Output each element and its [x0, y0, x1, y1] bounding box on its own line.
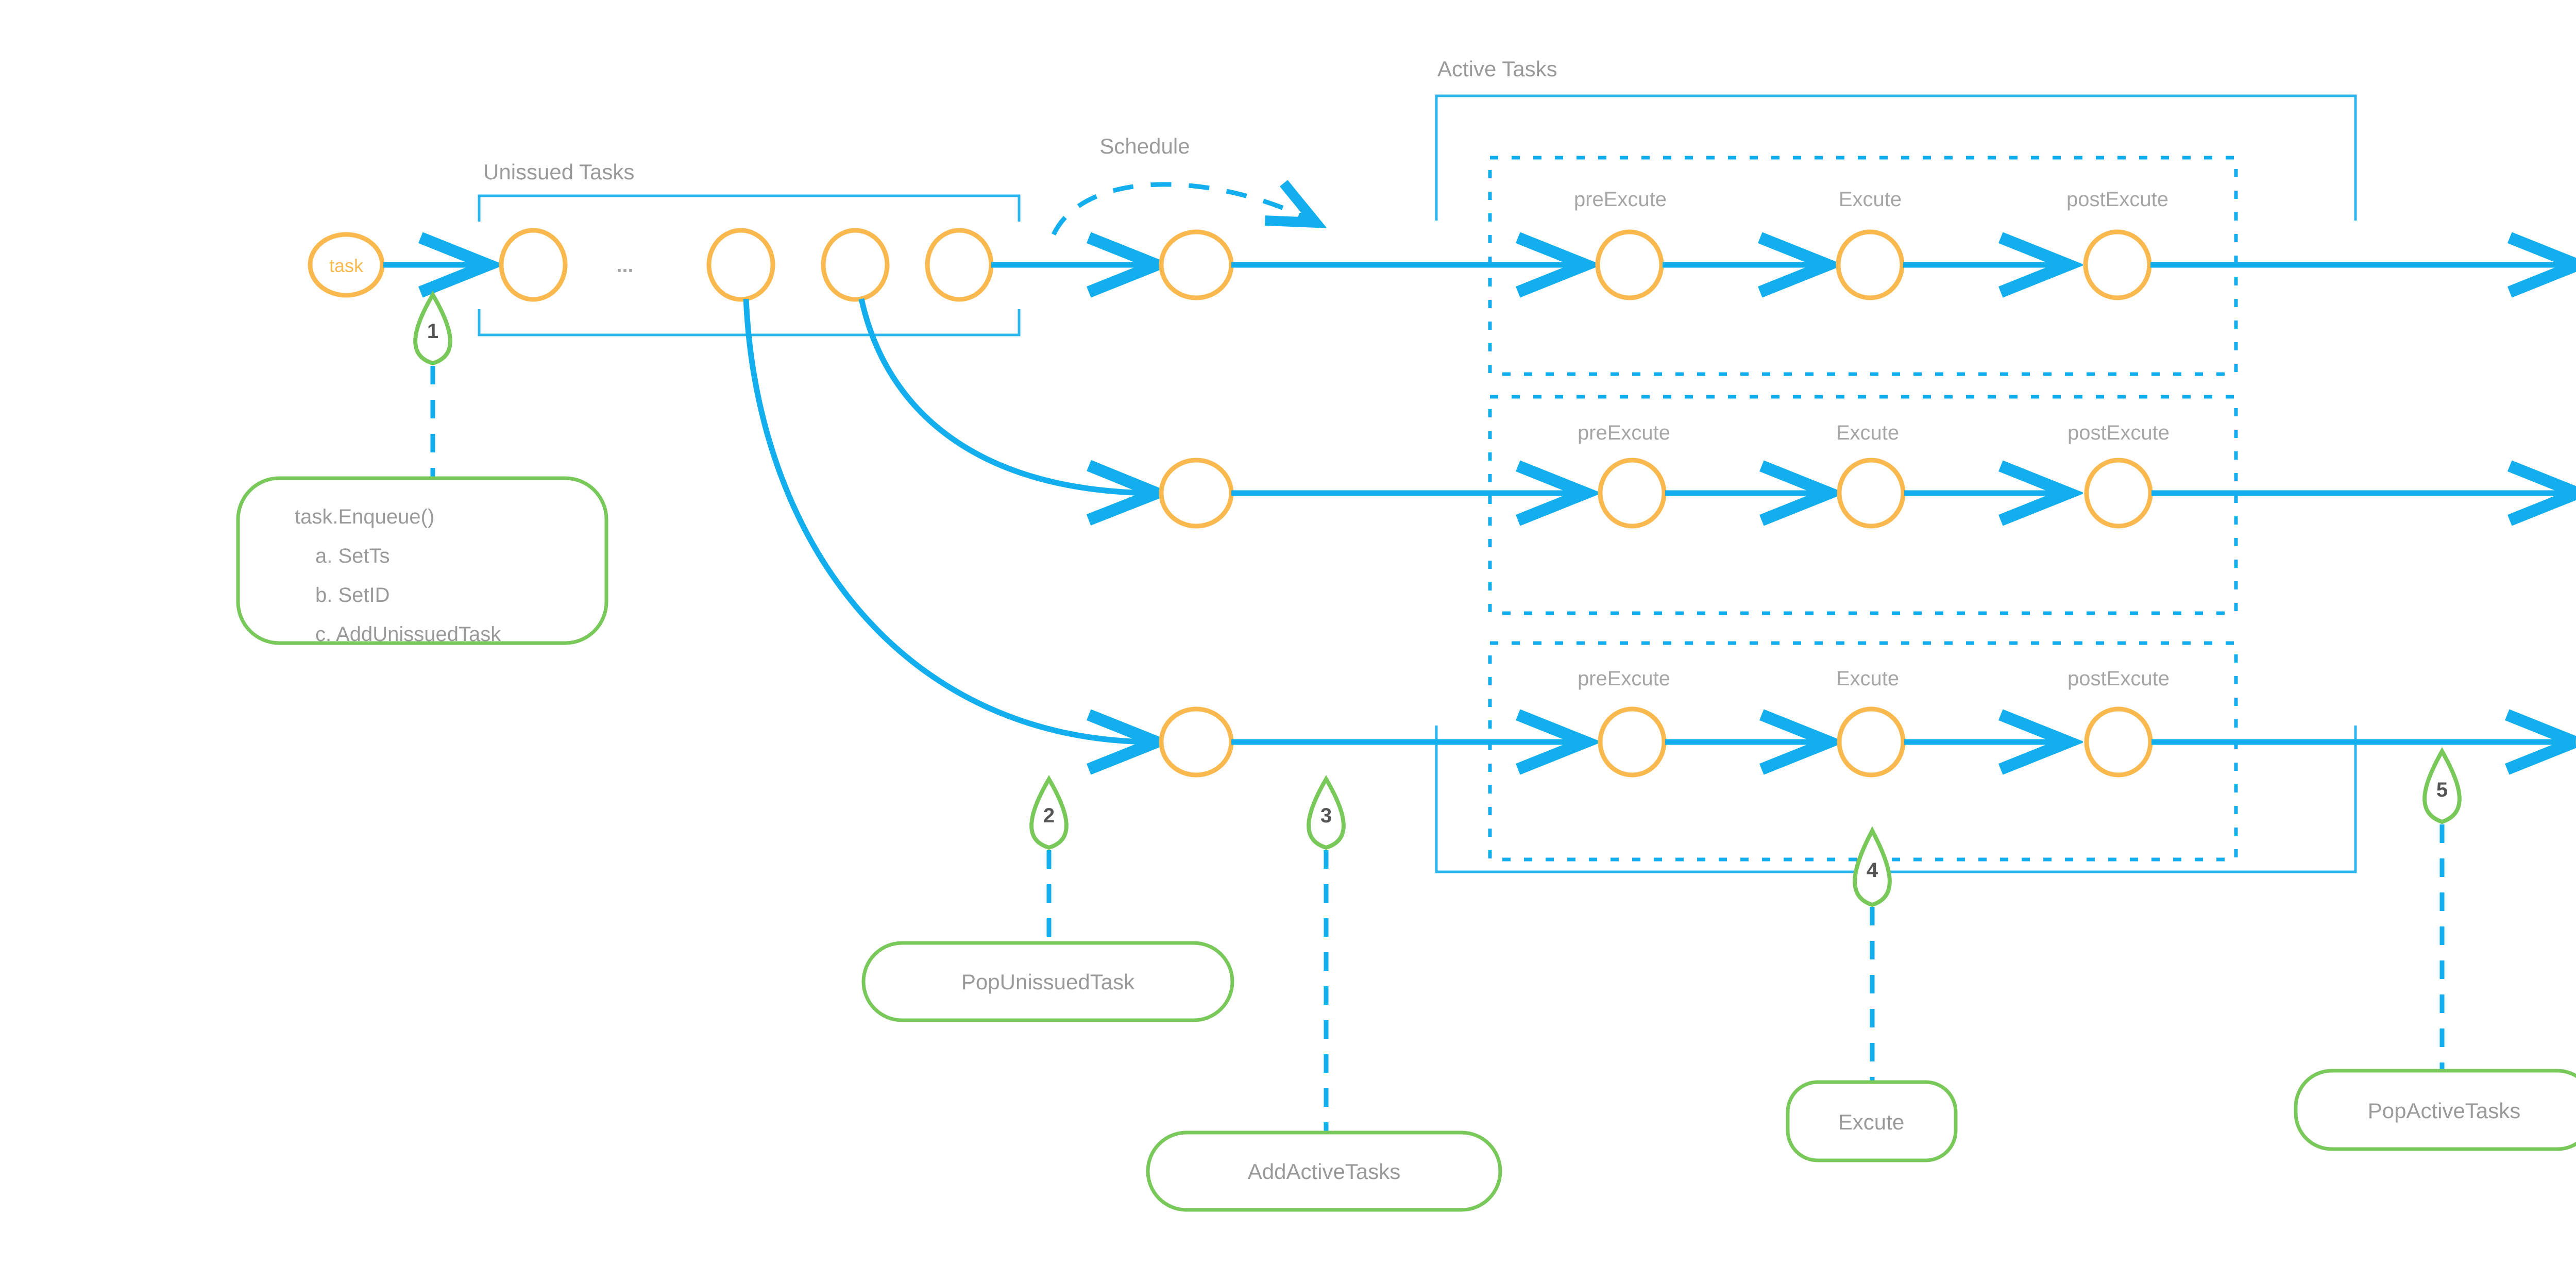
row-2-exec-label: Excute — [1836, 421, 1899, 444]
row-3-pre-label: preExcute — [1578, 667, 1670, 690]
marker-2-teardrop[interactable] — [1029, 775, 1069, 850]
scheduled-node-row3[interactable] — [1159, 706, 1234, 778]
queue-to-row2-curve — [858, 298, 1155, 493]
callout-enqueue-line-4: c. AddUnissuedTask — [315, 623, 501, 646]
callout-add-active-label: AddActiveTasks — [1248, 1159, 1400, 1184]
callout-add-active-box[interactable] — [1146, 1131, 1502, 1212]
queue-node-2[interactable] — [706, 228, 775, 302]
row-2-pre-node[interactable] — [1598, 458, 1667, 529]
scheduled-node-row2[interactable] — [1159, 458, 1234, 529]
callout-pop-active-label: PopActiveTasks — [2368, 1099, 2520, 1123]
marker-4-label: 4 — [1867, 859, 1878, 882]
row-3-pre-node[interactable] — [1598, 706, 1667, 778]
task-node-label: task — [329, 255, 364, 276]
row-3-post-node[interactable] — [2084, 706, 2153, 778]
queue-node-3[interactable] — [821, 228, 890, 302]
callout-enqueue-box[interactable] — [236, 476, 608, 645]
active-tasks-label: Active Tasks — [1437, 57, 1557, 81]
active-row-2: preExcute Excute postExcute — [1231, 395, 2576, 615]
row-2-dashed-box — [1488, 395, 2238, 615]
marker-1-label: 1 — [427, 320, 438, 343]
callout-excute-box[interactable] — [1786, 1080, 1958, 1162]
unissued-queue-nodes: ... — [499, 228, 994, 302]
schedule-dashed-arrow — [1051, 184, 1314, 235]
row-2-pre-label: preExcute — [1578, 421, 1670, 444]
unissued-bracket-top — [478, 194, 1021, 222]
marker-3-group[interactable]: 3 — [1307, 775, 1346, 1134]
callout-pop-unissued[interactable]: PopUnissuedTask — [861, 941, 1234, 1022]
callout-excute[interactable]: Excute — [1786, 1080, 1958, 1162]
marker-4-teardrop[interactable] — [1853, 826, 1892, 907]
callout-enqueue[interactable]: task.Enqueue() a. SetTs b. SetID c. AddU… — [236, 476, 608, 646]
callout-excute-label: Excute — [1838, 1110, 1904, 1134]
queue-node-1[interactable] — [499, 228, 568, 302]
schedule-label: Schedule — [1099, 134, 1190, 158]
row-1-pre-label: preExcute — [1574, 188, 1667, 211]
marker-3-teardrop[interactable] — [1307, 775, 1346, 850]
active-bracket-bottom — [1435, 726, 2357, 873]
row-2-post-node[interactable] — [2084, 458, 2153, 529]
callout-add-active[interactable]: AddActiveTasks — [1146, 1131, 1502, 1212]
marker-3-label: 3 — [1320, 804, 1332, 827]
row-2-exec-node[interactable] — [1837, 458, 1906, 529]
callout-enqueue-line-2: a. SetTs — [315, 545, 390, 567]
queue-to-row3-curve — [743, 298, 1155, 742]
task-node-ellipse[interactable] — [308, 232, 385, 298]
callout-enqueue-line-3: b. SetID — [315, 584, 390, 606]
unissued-tasks-label: Unissued Tasks — [483, 160, 634, 184]
row-1-post-node[interactable] — [2083, 229, 2152, 300]
queue-ellipsis: ... — [616, 254, 633, 277]
marker-1-group[interactable]: 1 — [413, 291, 452, 477]
active-bracket-top — [1435, 94, 2357, 221]
marker-2-group[interactable]: 2 — [1029, 775, 1069, 943]
schedule-annotation: Schedule — [1051, 134, 1314, 235]
row-2-post-label: postExcute — [2067, 421, 2170, 444]
row-1-pre-node[interactable] — [1595, 229, 1664, 300]
source-task-node[interactable]: task — [308, 232, 385, 298]
marker-5-group[interactable]: 5 — [2422, 747, 2462, 1071]
row-1-exec-node[interactable] — [1836, 229, 1905, 300]
row-3-exec-label: Excute — [1836, 667, 1899, 690]
marker-1-teardrop[interactable] — [413, 291, 452, 366]
callout-pop-unissued-label: PopUnissuedTask — [961, 970, 1135, 994]
row-1-post-label: postExcute — [2066, 188, 2168, 211]
row-3-post-label: postExcute — [2067, 667, 2170, 690]
marker-4-group[interactable]: 4 — [1853, 826, 1892, 1082]
callout-pop-unissued-box[interactable] — [861, 941, 1234, 1022]
row-1-exec-label: Excute — [1839, 188, 1902, 211]
row-3-dashed-box — [1488, 641, 2238, 862]
marker-5-label: 5 — [2436, 779, 2448, 801]
marker-5-teardrop[interactable] — [2422, 747, 2462, 824]
active-row-3: preExcute Excute postExcute — [1231, 641, 2576, 862]
active-tasks-group: Active Tasks — [1435, 57, 2357, 873]
callout-pop-active[interactable]: PopActiveTasks — [2294, 1069, 2576, 1151]
callout-pop-active-box[interactable] — [2294, 1069, 2576, 1151]
scheduled-node-row1[interactable] — [1159, 229, 1234, 300]
callout-enqueue-line-1: task.Enqueue() — [295, 505, 434, 528]
queue-node-4[interactable] — [925, 228, 994, 302]
active-row-1: preExcute Excute postExcute — [1231, 156, 2576, 376]
marker-2-label: 2 — [1043, 804, 1055, 827]
row-3-exec-node[interactable] — [1837, 706, 1906, 778]
row-1-dashed-box — [1488, 156, 2238, 376]
